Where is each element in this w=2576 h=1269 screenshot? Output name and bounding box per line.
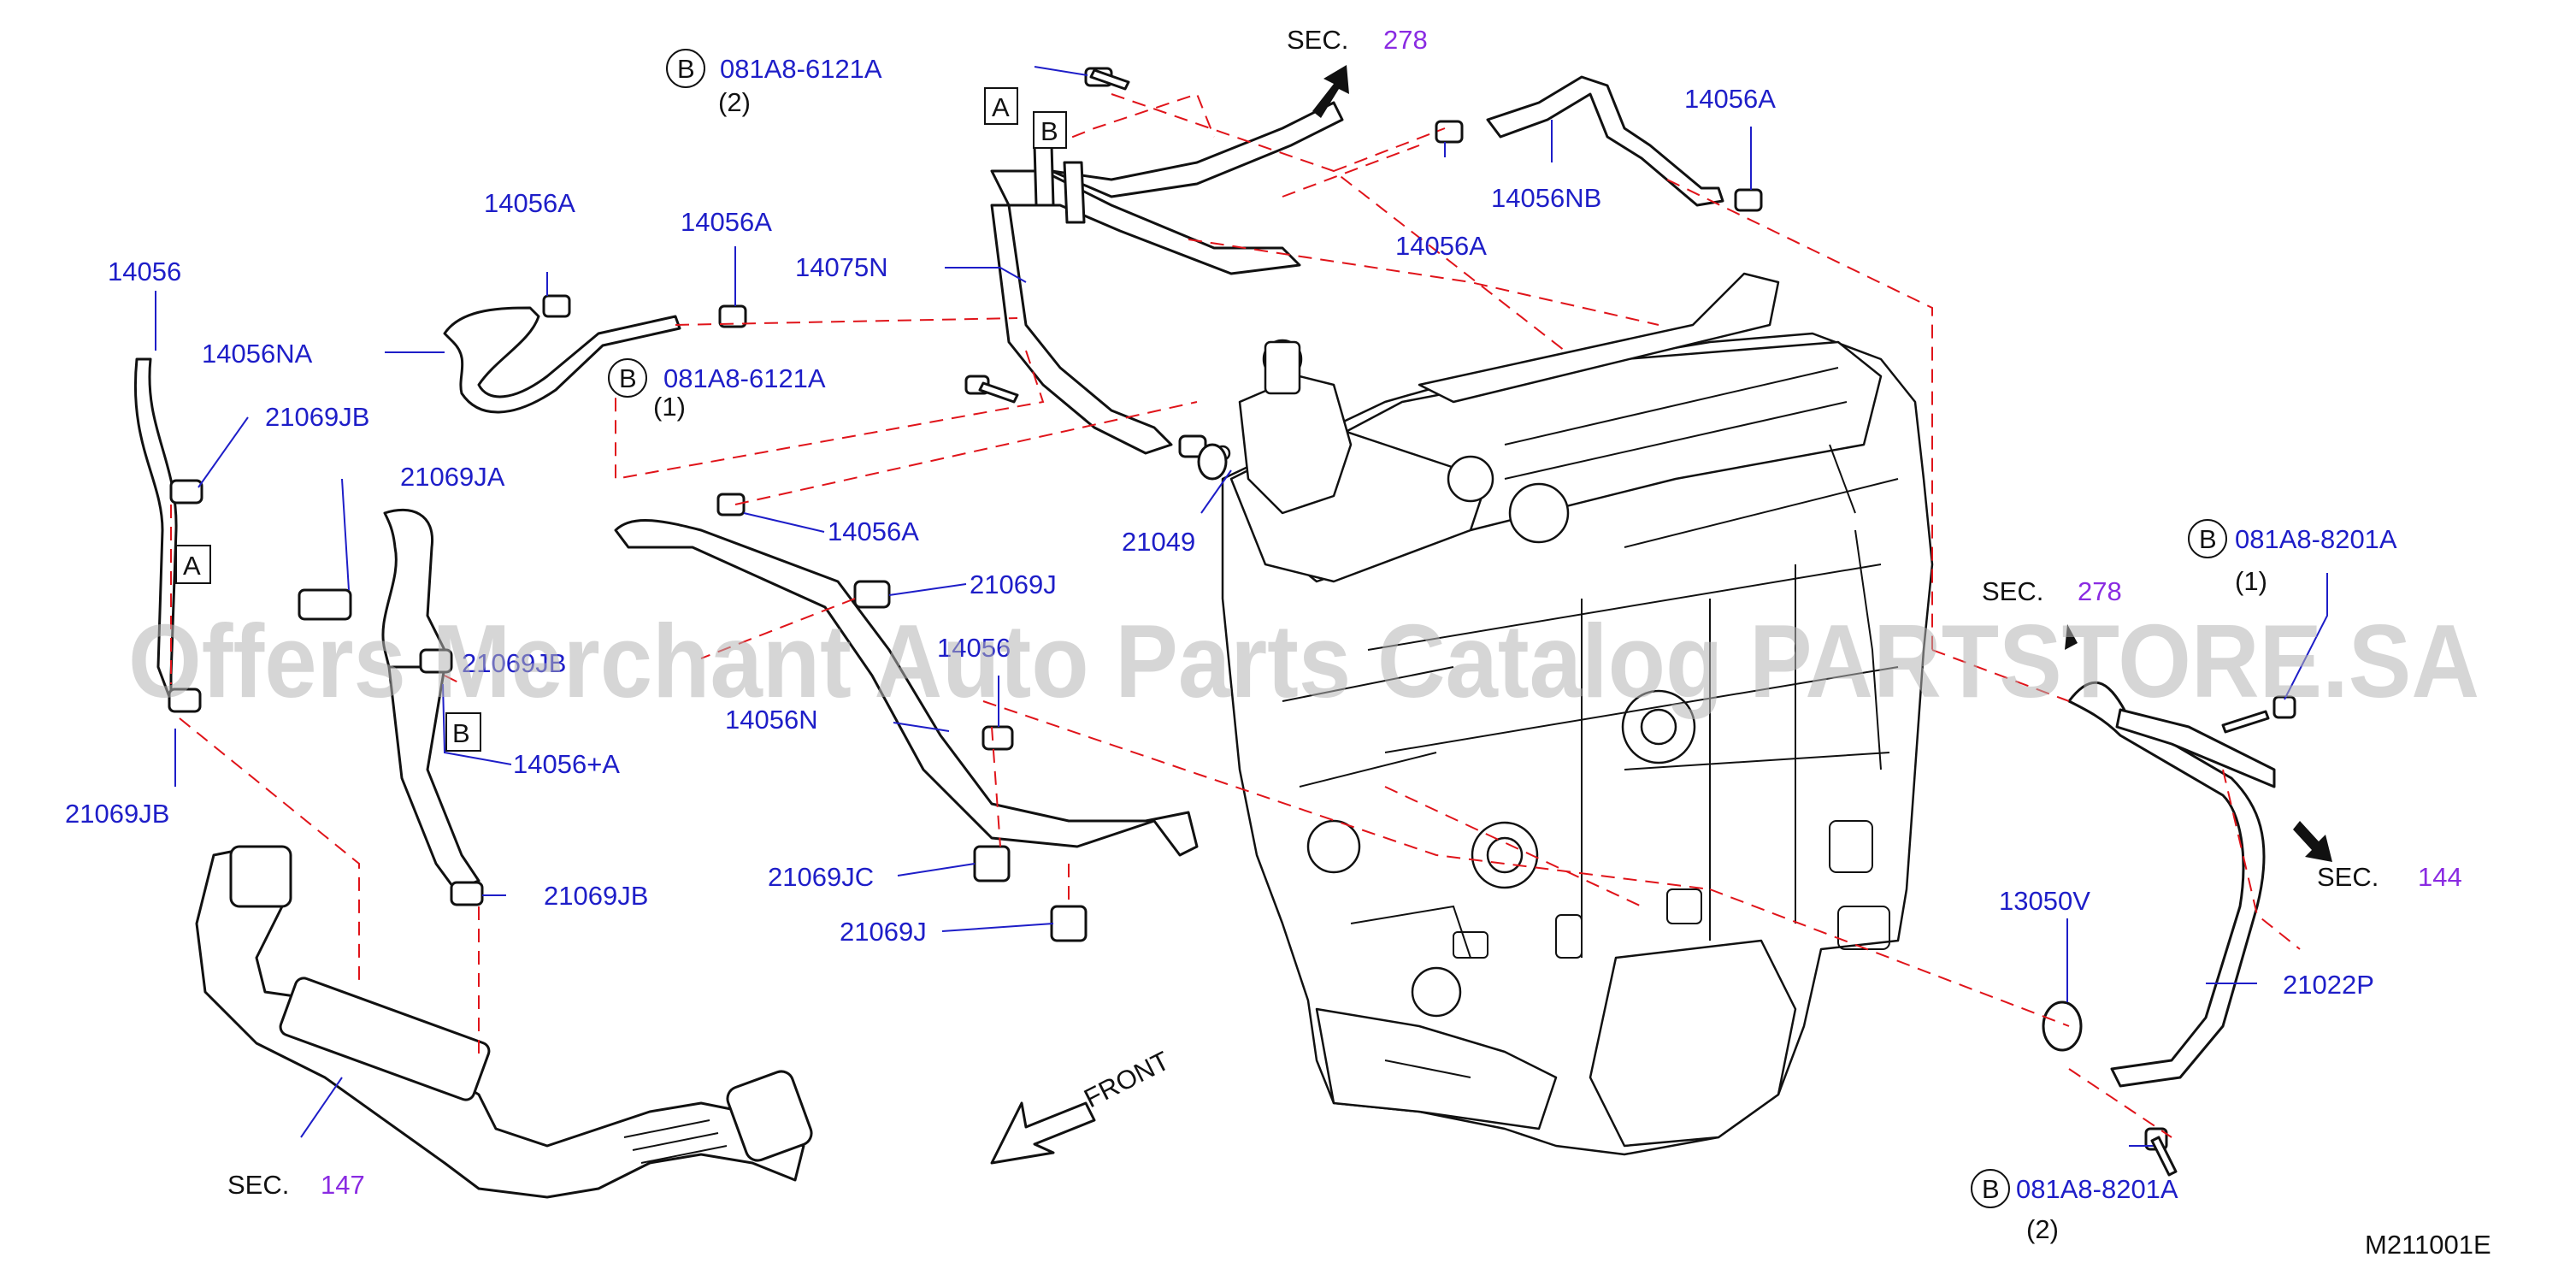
part-label: 14056A [484, 188, 575, 218]
part-label: 14056A [681, 207, 772, 237]
hoses [133, 75, 2276, 1199]
svg-text:147: 147 [321, 1170, 365, 1200]
svg-text:B: B [452, 718, 470, 748]
part-label: 14075N [795, 252, 888, 282]
svg-text:A: A [992, 92, 1010, 122]
box-letter-a: A [175, 545, 211, 584]
svg-text:(1): (1) [2235, 566, 2267, 596]
diagram-code: M211001E [2365, 1230, 2491, 1260]
front-label: FRONT [1079, 1046, 1174, 1114]
svg-text:SEC.: SEC. [227, 1170, 289, 1200]
part-label: 21049 [1122, 527, 1195, 557]
section-ref: SEC. 278 [1982, 576, 2122, 606]
part-label: 21069J [970, 570, 1057, 599]
part-label: 21069J [840, 917, 927, 947]
part-label: 14056 [108, 257, 181, 286]
box-letter-b: B [1033, 111, 1067, 149]
part-label: 14056N [725, 705, 818, 735]
svg-text:081A8-6121A: 081A8-6121A [720, 54, 882, 84]
svg-text:081A8-8201A: 081A8-8201A [2235, 524, 2397, 554]
part-label: 14056+A [513, 749, 620, 779]
part-label: 14056A [1684, 84, 1776, 114]
svg-text:B: B [619, 363, 637, 393]
svg-text:081A8-8201A: 081A8-8201A [2016, 1174, 2178, 1204]
section-ref: SEC. 278 [1287, 25, 1428, 55]
section-ref: SEC. 147 [227, 1170, 365, 1200]
svg-text:(2): (2) [2026, 1214, 2059, 1244]
svg-text:SEC.: SEC. [1982, 576, 2043, 606]
watermark-text: Offers Merchant Auto Parts Catalog PARTS… [128, 603, 2479, 719]
part-label: 21069JC [768, 862, 874, 892]
part-labels: 14056 14056NA 14056A 14056A 14056A 14056… [65, 84, 2374, 1000]
svg-text:081A8-6121A: 081A8-6121A [663, 363, 826, 393]
svg-text:SEC.: SEC. [1287, 25, 1348, 55]
part-label: 14056 [937, 633, 1011, 663]
box-letter-b: B [445, 712, 481, 752]
svg-text:144: 144 [2418, 862, 2462, 892]
part-label: 21069JB [462, 648, 566, 678]
leader-lines [155, 66, 2328, 1147]
part-label: 14056NB [1491, 183, 1601, 213]
svg-text:B: B [2199, 524, 2217, 554]
part-label: 21069JB [265, 402, 369, 432]
part-label: 14056A [1395, 231, 1487, 261]
bolt-callout: B 081A8-8201A (2) [1971, 1169, 2178, 1244]
part-label: 14056NA [202, 339, 313, 369]
part-label: 21069JB [65, 799, 169, 829]
part-label: 21022P [2283, 970, 2374, 1000]
bolt-callout: B 081A8-8201A (1) [2188, 519, 2397, 596]
bolt-callout: B 081A8-6121A (2) [666, 49, 882, 117]
section-arrows [1312, 65, 2332, 862]
engine-assembly [1214, 272, 1934, 1156]
bolt-callout: B 081A8-6121A (1) [608, 358, 826, 422]
svg-text:278: 278 [1383, 25, 1428, 55]
section-ref: SEC. 144 [2317, 862, 2462, 892]
svg-text:SEC.: SEC. [2317, 862, 2379, 892]
svg-text:B: B [677, 54, 695, 84]
svg-text:(2): (2) [718, 87, 751, 117]
box-letter-a: A [984, 87, 1018, 125]
part-label: 13050V [1999, 886, 2090, 916]
reference-lines [170, 92, 2301, 1138]
svg-text:A: A [183, 551, 201, 581]
svg-text:B: B [1982, 1174, 2000, 1204]
part-label: 14056A [828, 516, 919, 546]
svg-text:B: B [1040, 116, 1058, 146]
part-label: 21069JA [400, 462, 505, 492]
front-arrow: FRONT [990, 1046, 1174, 1165]
svg-text:278: 278 [2078, 576, 2122, 606]
bolt-icons [978, 68, 2270, 1177]
svg-text:(1): (1) [653, 392, 686, 422]
part-label: 21069JB [544, 881, 648, 911]
